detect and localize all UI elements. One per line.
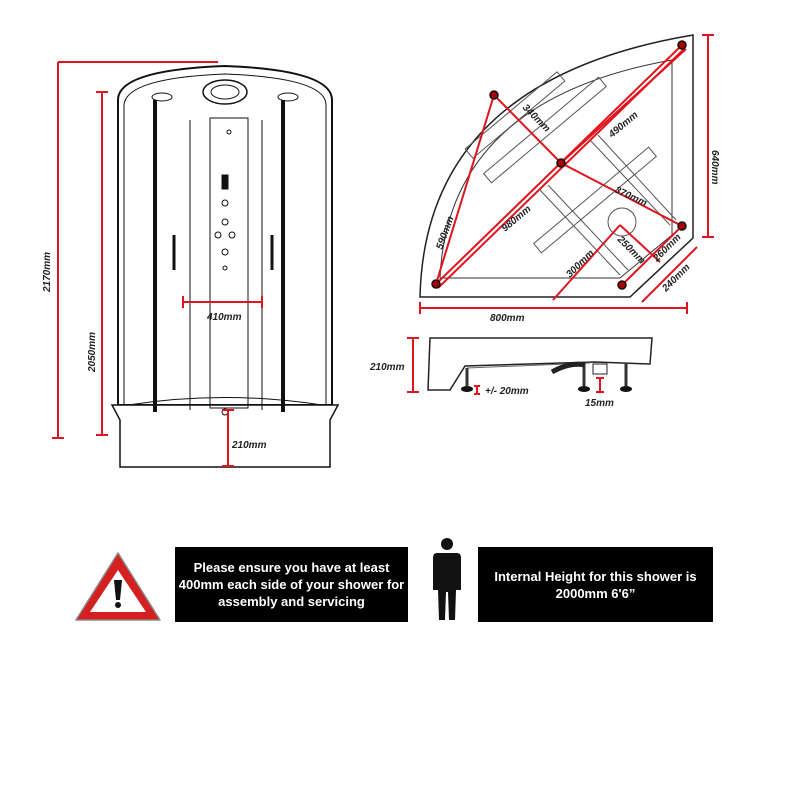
person-icon bbox=[433, 538, 461, 620]
dim-640: 640mm bbox=[709, 150, 720, 185]
cabinet-tray-height-label: 210mm bbox=[231, 440, 267, 451]
clearance-notice: Please ensure you have at least 400mm ea… bbox=[175, 547, 408, 622]
clearance-label: 15mm bbox=[585, 398, 614, 409]
side-height-label: 210mm bbox=[369, 362, 405, 373]
total-height-label: 2170mm bbox=[42, 252, 53, 293]
tray-plan bbox=[419, 34, 714, 314]
dim-800: 800mm bbox=[490, 313, 525, 324]
leg-adjust-label: +/- 20mm bbox=[485, 386, 529, 397]
inner-height-label: 2050mm bbox=[87, 332, 98, 373]
internal-height-notice: Internal Height for this shower is 2000m… bbox=[478, 547, 713, 622]
panel-width-label: 410mm bbox=[206, 312, 242, 323]
cabinet-dimensions bbox=[52, 61, 263, 467]
shower-cabinet bbox=[110, 64, 340, 468]
tray-side-view bbox=[407, 337, 653, 395]
warning-icon bbox=[75, 552, 161, 621]
